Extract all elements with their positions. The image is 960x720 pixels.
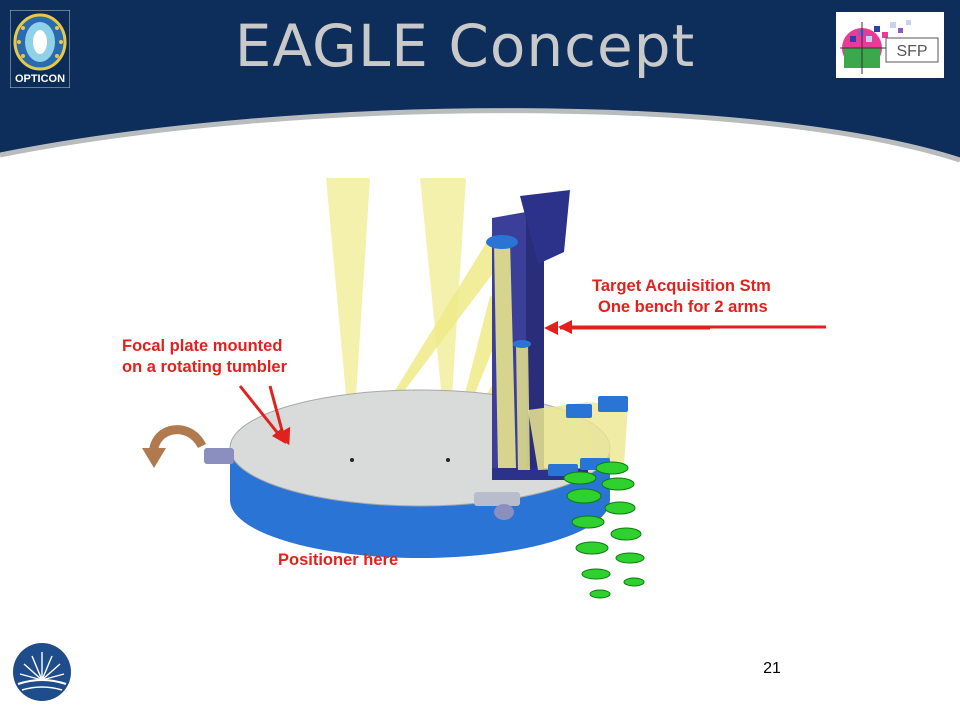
focal-plate-label-line1: Focal plate mounted xyxy=(122,337,283,355)
positioner-label: Positioner here xyxy=(278,551,399,569)
page-number: 21 xyxy=(763,660,781,677)
green-lens-stack xyxy=(563,461,645,599)
header-band xyxy=(0,0,960,163)
focal-plate-label-line2: on a rotating tumbler xyxy=(122,358,287,376)
target-acquisition-label-line2: One bench for 2 arms xyxy=(598,298,768,316)
sfp-logo-text: SFP xyxy=(896,43,927,60)
opticon-logo-text: OPTICON xyxy=(15,73,65,85)
instrument-illustration xyxy=(142,178,826,599)
target-acquisition-label-line1: Target Acquisition Stm xyxy=(592,277,771,295)
focal-plate-label: Focal plate mounted on a rotating tumble… xyxy=(122,336,287,378)
target-acquisition-label: Target Acquisition Stm One bench for 2 a… xyxy=(592,276,771,318)
opticon-logo: OPTICON xyxy=(9,9,71,89)
sunburst-logo xyxy=(12,642,72,702)
sfp-logo: SFP xyxy=(836,12,944,78)
slide-title: EAGLE Concept xyxy=(234,12,696,80)
eagle-concept-diagram xyxy=(118,178,826,608)
slide-header xyxy=(0,0,960,170)
